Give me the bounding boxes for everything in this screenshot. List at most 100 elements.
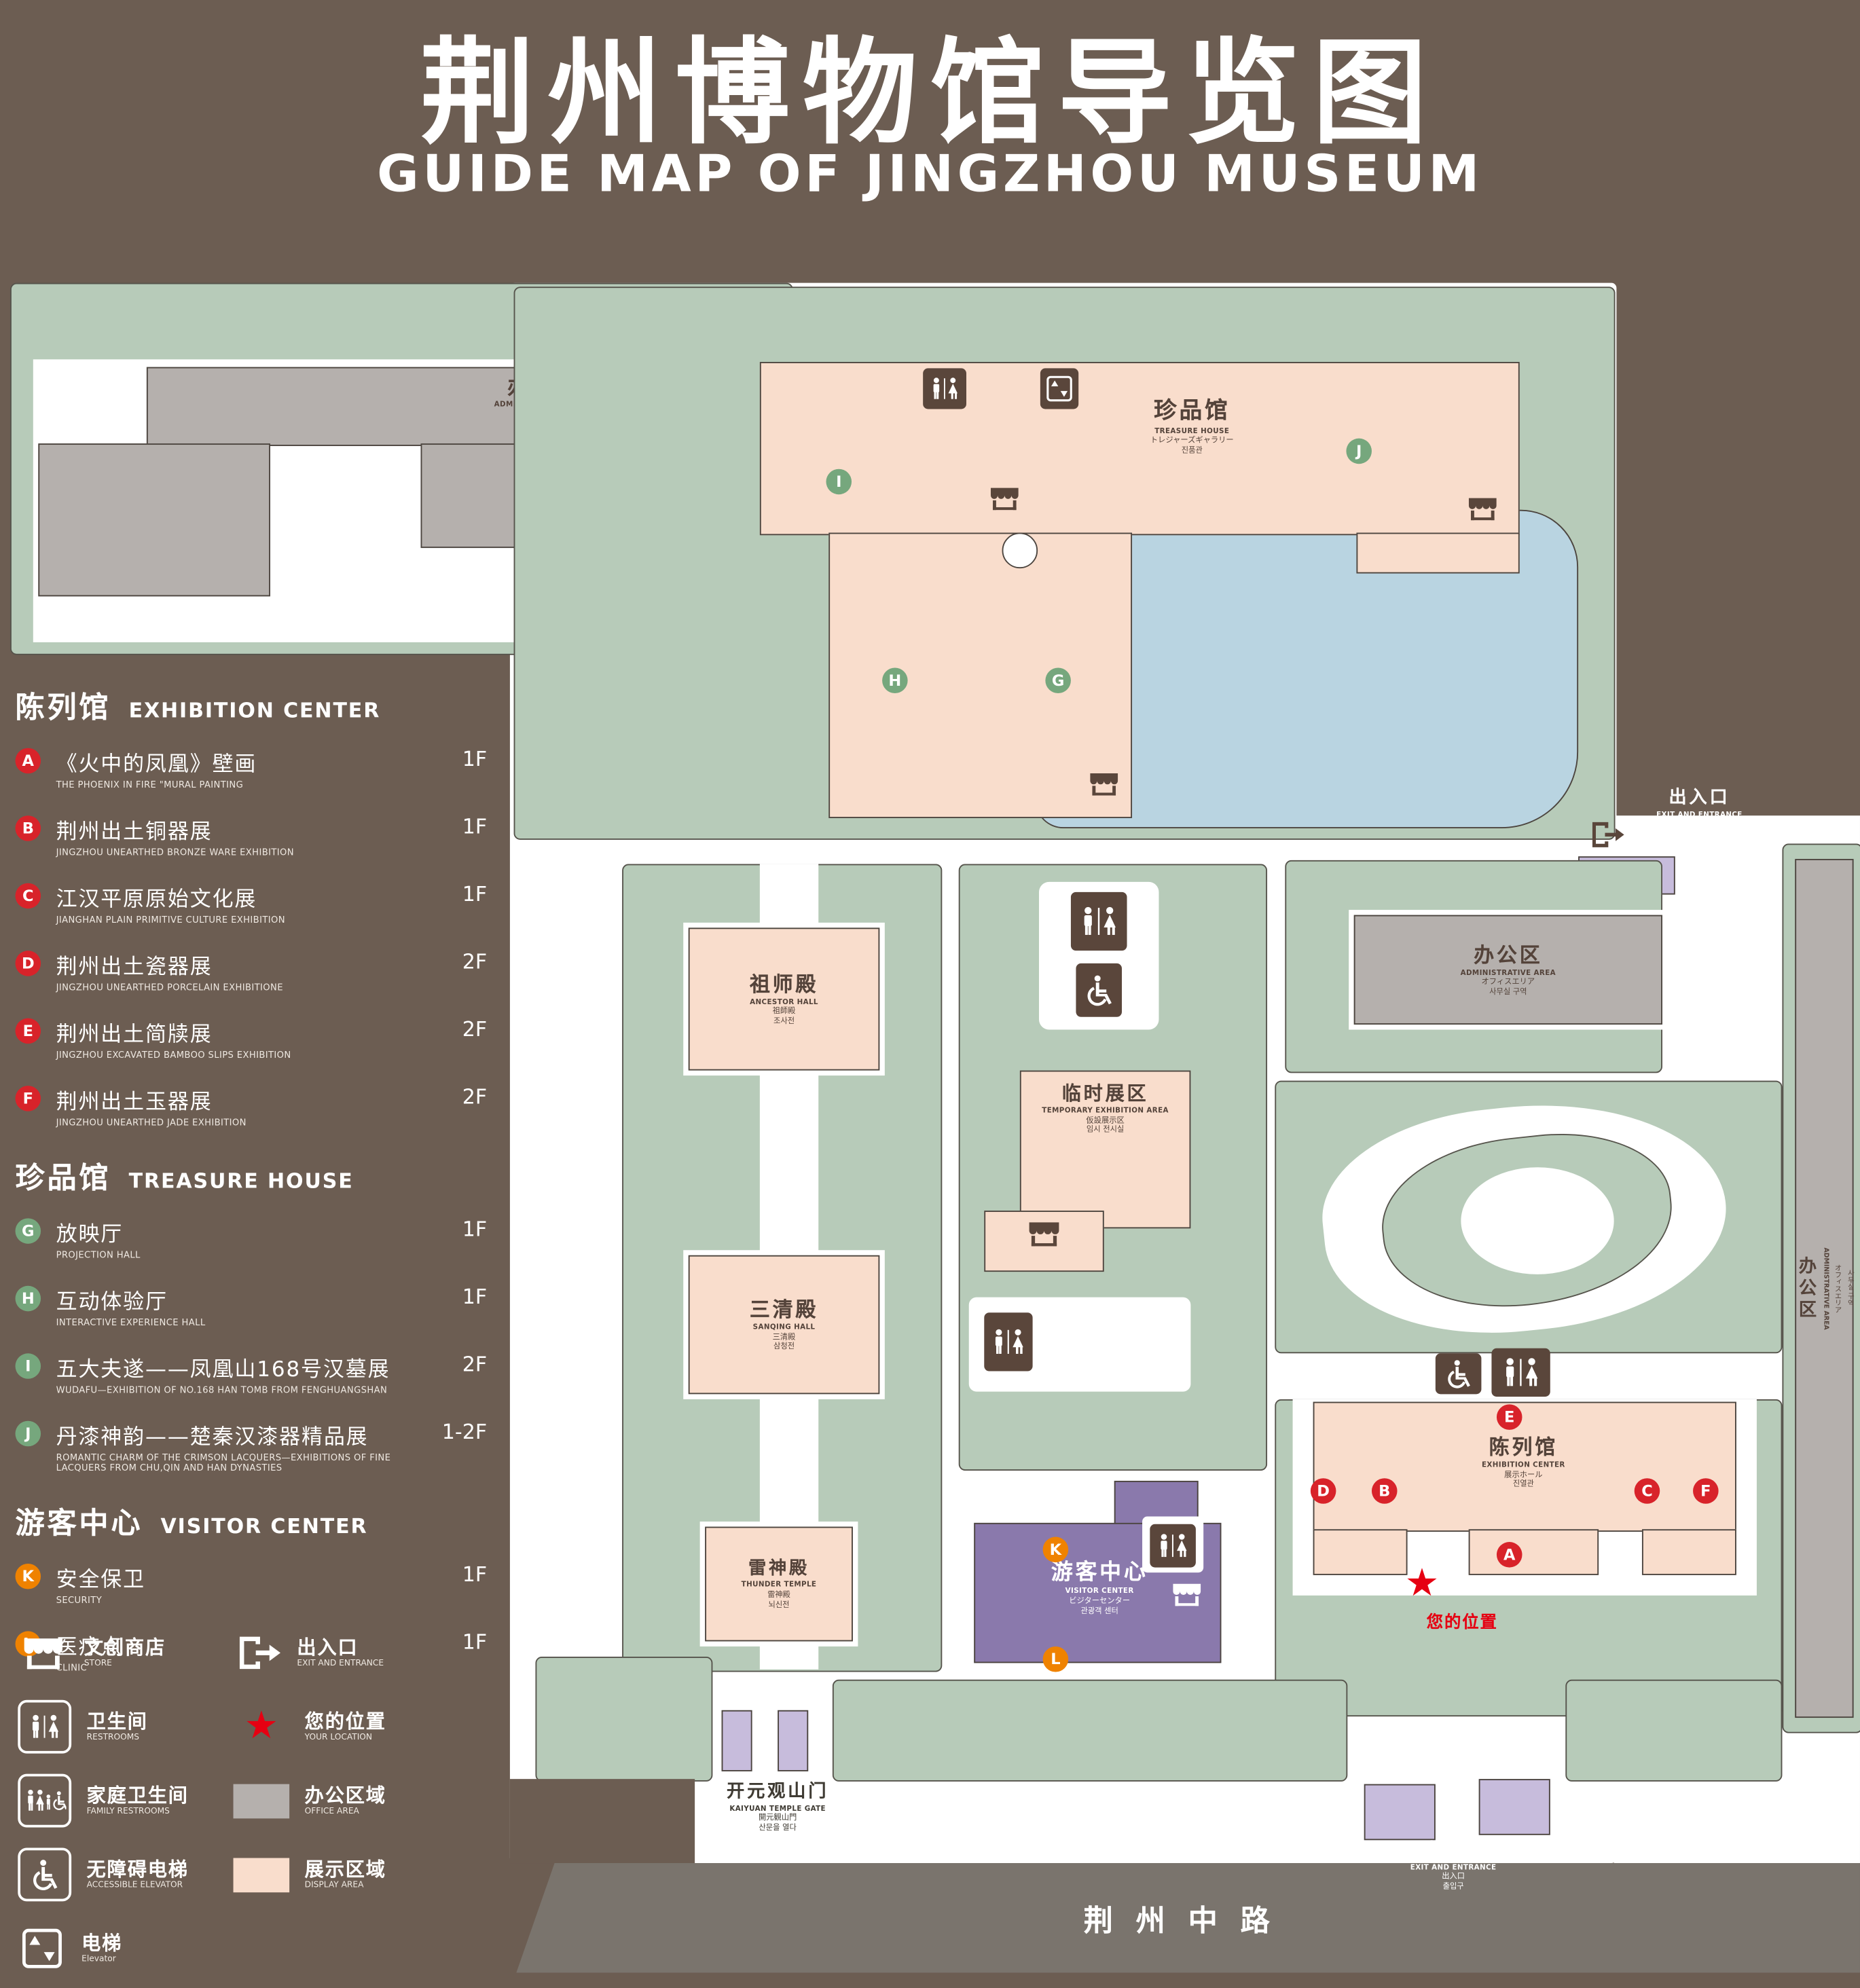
store-block [984,1211,1104,1272]
item-en: PROJECTION HALL [56,1250,141,1261]
item-cn: 五大夫遂——凤凰山168号汉墓展 [56,1357,390,1382]
your-location-label: 您的位置 [1426,1613,1498,1633]
admin-label-en: ADMINISTRATIVE AREA [1821,1247,1829,1330]
thunder-temple-label-kr: 뇌신전 [768,1600,790,1609]
item-floor: 1F [462,1630,488,1655]
your-location-star: ★ [244,1704,279,1749]
exit-icon [234,1629,282,1677]
item-cn: 医疗点 [56,1635,124,1659]
store-icon [1026,1218,1062,1249]
temporary-label-cn: 临时展区 [1061,1082,1149,1105]
visitor-center-label-jp: ビジターセンター [1069,1596,1131,1606]
sanqing-hall-building: 三清殿 SANQING HALL 三清殿 삼청전 [688,1255,880,1395]
section-title-en: TREASURE HOUSE [128,1168,354,1193]
page-subtitle: GUIDE MAP OF JINGZHOU MUSEUM [377,145,1483,204]
elevator-icon [18,1924,66,1972]
map-marker-i: I [826,468,852,495]
item-floor: 2F [462,1352,488,1377]
entrance-block [1478,1779,1550,1835]
section-title-cn: 游客中心 [15,1507,143,1541]
item-floor: 2F [462,1084,488,1109]
item-cn: 放映厅 [56,1221,124,1247]
treasure-house-main [759,362,1520,536]
symbol-en: OFFICE AREA [304,1805,359,1816]
admin-building-right: 办公区 ADMINISTRATIVE AREA オフィスエリア 사무실 구역 [1353,915,1662,1025]
item-en: SECURITY [56,1595,103,1606]
accessible-restroom-icon [1076,963,1123,1017]
item-floor: 1F [462,881,488,906]
marker-h: H [15,1285,41,1312]
item-cn: 荆州出土瓷器展 [56,954,213,979]
marker-e: E [15,1018,41,1044]
exhibition-center-label-jp: 展示ホール [1504,1470,1543,1479]
store-icon [1170,1580,1203,1608]
item-en: CLINIC [56,1663,88,1674]
temporary-label-kr: 임시 전시실 [1086,1125,1125,1135]
legend-section-visitor: 游客中心 VISITOR CENTER [16,1498,515,1542]
item-floor: 1F [462,1217,488,1242]
office-area-swatch [233,1783,290,1818]
admin-label-jp: オフィスエリア [1833,1264,1841,1313]
map-marker-j: J [1346,438,1372,464]
exhibition-center-stub [1641,1529,1736,1575]
temporary-label-jp: 仮設展示区 [1086,1116,1125,1125]
exhibition-center-label-cn: 陈列馆 [1489,1435,1558,1460]
symbol-en: ACCESSIBLE ELEVATOR [86,1879,183,1890]
marker-a: A [15,748,41,774]
section-title-en: VISITOR CENTER [160,1513,368,1539]
garden-pond [1461,1167,1614,1274]
temporary-label-en: TEMPORARY EXHIBITION AREA [1042,1107,1169,1115]
sanqing-hall-label-en: SANQING HALL [752,1324,816,1332]
road: 荆州中路 [516,1863,1860,1973]
page-title: 荆州博物馆导览图 [420,26,1440,161]
restroom-icon [1070,891,1127,951]
temporary-exhibition-building: 临时展区 TEMPORARY EXHIBITION AREA 仮設展示区 임시 … [1019,1070,1191,1229]
elevator-icon [1040,368,1079,409]
item-floor: 1F [462,1284,488,1309]
family-restroom-icon [18,1773,72,1828]
restroom-icon [1491,1348,1550,1397]
symbol-en: Elevator [81,1953,116,1964]
exhibition-center-building [1313,1401,1736,1532]
section-title-en: EXHIBITION CENTER [128,698,381,723]
display-area-swatch [233,1857,290,1892]
visitor-center-label-kr: 관광객 센터 [1080,1606,1118,1616]
item-floor: 1F [462,814,488,839]
store-icon [18,1634,69,1672]
legend-section-treasure: 珍品馆 TREASURE HOUSE [16,1154,515,1197]
map-marker-d: D [1310,1478,1336,1504]
item-floor: 1F [462,1562,488,1587]
exit-label-en: EXIT AND ENTRANCE [1656,811,1743,819]
treasure-house-wing [828,532,1133,818]
gate-label-jp: 開元観山門 [758,1814,797,1823]
accessible-elevator-icon [18,1847,72,1902]
restroom-icon [1150,1524,1196,1568]
item-floor: 1-2F [441,1419,488,1444]
admin-label-jp: オフィスエリア [1481,978,1535,987]
exit-label-cn: 出入口 [1668,787,1730,808]
map-marker-g: G [1045,667,1071,694]
map-edge-patch [509,1779,695,1864]
treasure-house-step [1356,532,1520,574]
item-en: WUDAFU—EXHIBITION OF NO.168 HAN TOMB FRO… [56,1385,388,1396]
treasure-house-label-cn: 珍品馆 [1153,397,1230,425]
ancestor-hall-building: 祖师殿 ANCESTOR HALL 祖師殿 조사전 [688,927,880,1071]
symbol-cn: 卫生间 [86,1710,148,1733]
ancestor-hall-label-kr: 조사전 [773,1016,795,1026]
admin-building-wing-left [38,443,270,597]
exit-label-en: EXIT AND ENTRANCE [1410,1863,1497,1872]
legend-section-exhibition: 陈列馆 EXHIBITION CENTER [16,683,515,726]
exit-icon [1588,818,1624,851]
section-title-cn: 陈列馆 [15,692,111,725]
symbol-cn: 电梯 [81,1932,123,1955]
